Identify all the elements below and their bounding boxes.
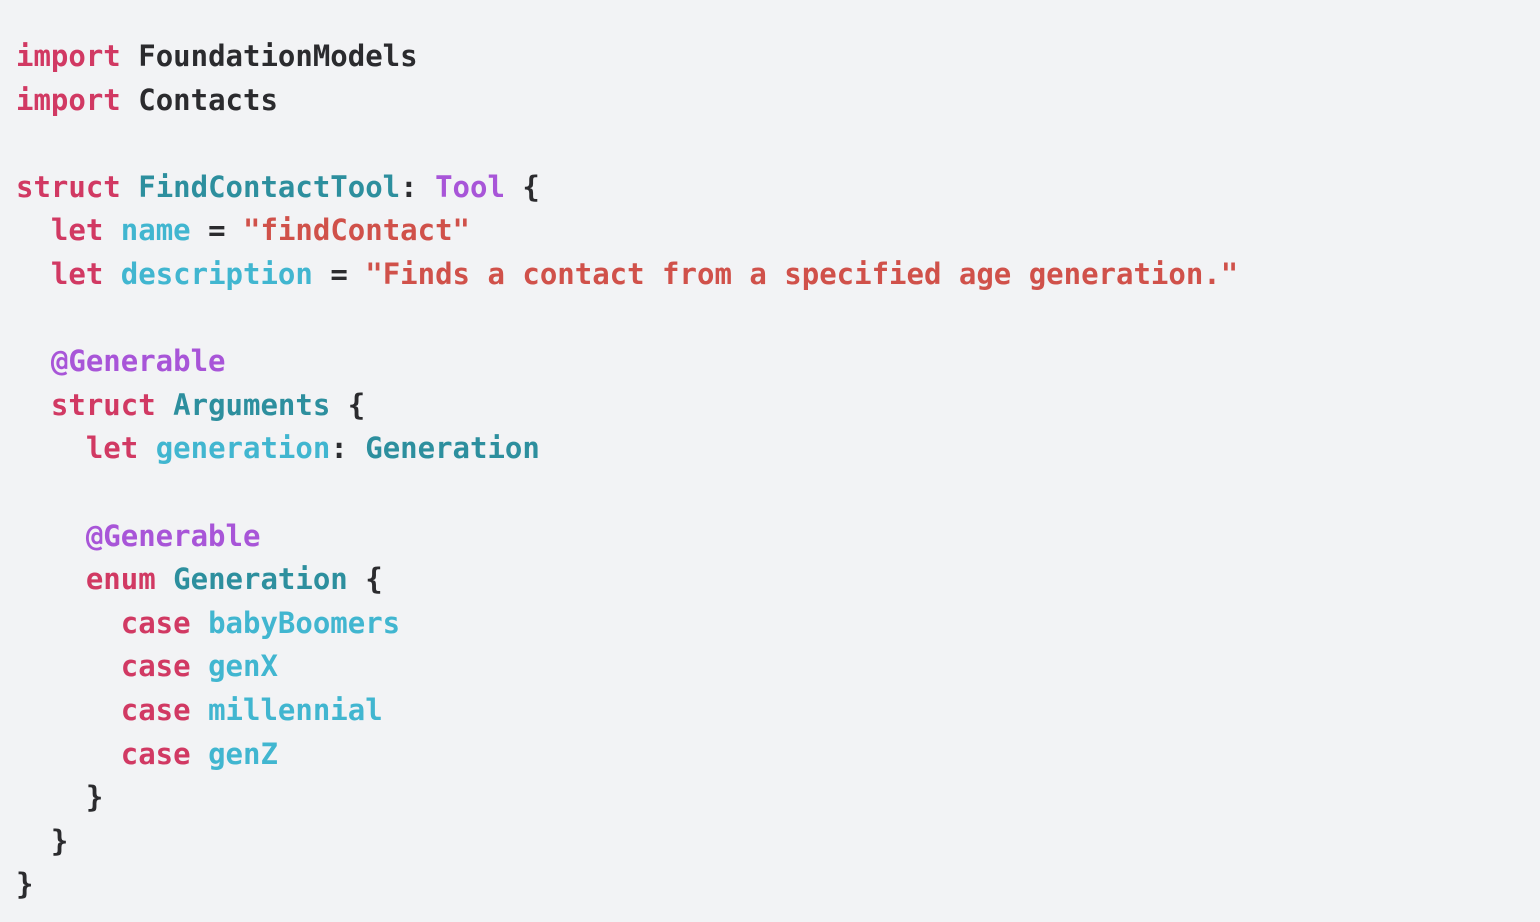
code-token-property: genZ — [208, 736, 278, 771]
code-line: ​ — [16, 122, 1540, 166]
code-token-plain — [16, 388, 51, 422]
code-token-plain — [121, 170, 138, 204]
code-token-type: Generation — [365, 431, 540, 466]
code-line: let name = "findContact" — [16, 209, 1540, 253]
code-token-punctuation: { — [504, 169, 540, 204]
code-token-property: description — [120, 256, 313, 291]
code-token-attribute: Tool — [435, 169, 505, 204]
code-token-punctuation: = — [330, 256, 348, 291]
code-token-keyword: let — [50, 213, 104, 248]
code-token-keyword: case — [120, 605, 191, 640]
code-token-keyword: case — [120, 649, 191, 684]
code-line: } — [16, 820, 1540, 864]
code-token-plain — [103, 257, 120, 291]
code-token-punctuation: : — [330, 431, 366, 466]
code-token-plain — [226, 213, 243, 247]
code-line: } — [16, 776, 1540, 820]
code-line: case millennial — [16, 689, 1540, 733]
code-line: import FoundationModels — [16, 35, 1540, 79]
code-token-keyword: let — [50, 256, 104, 291]
code-token-keyword: struct — [16, 169, 121, 204]
code-token-plain — [16, 519, 86, 553]
code-token-keyword: enum — [85, 562, 156, 597]
code-token-plain — [16, 213, 51, 247]
code-token-plain — [191, 606, 208, 640]
code-line: case babyBoomers — [16, 602, 1540, 646]
code-token-keyword: let — [85, 431, 139, 466]
code-line: ​ — [16, 297, 1540, 341]
code-token-plain — [16, 737, 121, 771]
code-token-plain — [16, 562, 86, 596]
code-token-plain — [103, 213, 120, 247]
code-token-string: "Finds a contact from a specified age ge… — [365, 256, 1239, 291]
code-token-plain — [121, 39, 138, 73]
code-token-type: Generation — [173, 562, 348, 597]
code-token-plain — [16, 649, 121, 683]
code-token-property: millennial — [208, 692, 383, 727]
code-token-keyword: import — [16, 39, 121, 73]
code-token-plain — [156, 388, 173, 422]
code-token-plain — [121, 83, 138, 117]
code-token-plain — [348, 257, 365, 291]
code-token-plain — [16, 606, 121, 640]
code-token-plain — [16, 344, 51, 378]
code-line: enum Generation { — [16, 558, 1540, 602]
code-line: case genX — [16, 645, 1540, 689]
code-token-plain — [191, 737, 208, 771]
code-token-property: genX — [208, 649, 278, 684]
code-token-plain — [16, 693, 121, 727]
code-line: let description = "Finds a contact from … — [16, 253, 1540, 297]
code-token-plain: FoundationModels — [138, 39, 418, 73]
code-line: let generation: Generation — [16, 427, 1540, 471]
code-token-property: generation — [155, 431, 331, 466]
code-line: } — [16, 863, 1540, 907]
code-line: struct Arguments { — [16, 384, 1540, 428]
code-token-punctuation: { — [347, 562, 383, 597]
code-token-punctuation: = — [208, 213, 226, 248]
code-line: @Generable — [16, 340, 1540, 384]
code-line: struct FindContactTool: Tool { — [16, 166, 1540, 210]
code-line: ​ — [16, 471, 1540, 515]
code-token-type: Arguments — [173, 387, 331, 422]
code-token-attribute: @Generable — [85, 518, 261, 553]
code-token-property: name — [120, 213, 191, 248]
code-token-keyword: case — [120, 692, 191, 727]
code-token-plain — [138, 431, 155, 465]
code-token-punctuation: } — [16, 867, 34, 902]
code-line: import Contacts — [16, 79, 1540, 123]
code-token-plain — [191, 649, 208, 683]
code-token-keyword: case — [120, 736, 191, 771]
code-token-plain — [313, 257, 330, 291]
code-token-keyword: import — [16, 82, 121, 117]
code-token-punctuation: } — [16, 780, 104, 815]
code-token-punctuation: } — [16, 823, 69, 858]
code-line: @Generable — [16, 515, 1540, 559]
code-token-plain — [191, 693, 208, 727]
code-token-attribute: @Generable — [50, 344, 226, 379]
code-token-string: "findContact" — [243, 213, 471, 248]
code-line: case genZ — [16, 733, 1540, 777]
code-token-plain — [16, 431, 86, 465]
code-token-punctuation: { — [330, 387, 366, 422]
code-token-plain: Contacts — [138, 82, 278, 117]
code-token-plain — [16, 257, 51, 291]
code-token-punctuation: : — [400, 169, 436, 204]
code-token-type: FindContactTool — [138, 169, 401, 204]
code-token-keyword: struct — [50, 387, 156, 422]
code-token-plain — [191, 213, 208, 247]
code-token-property: babyBoomers — [208, 605, 401, 640]
code-token-plain — [156, 562, 173, 596]
